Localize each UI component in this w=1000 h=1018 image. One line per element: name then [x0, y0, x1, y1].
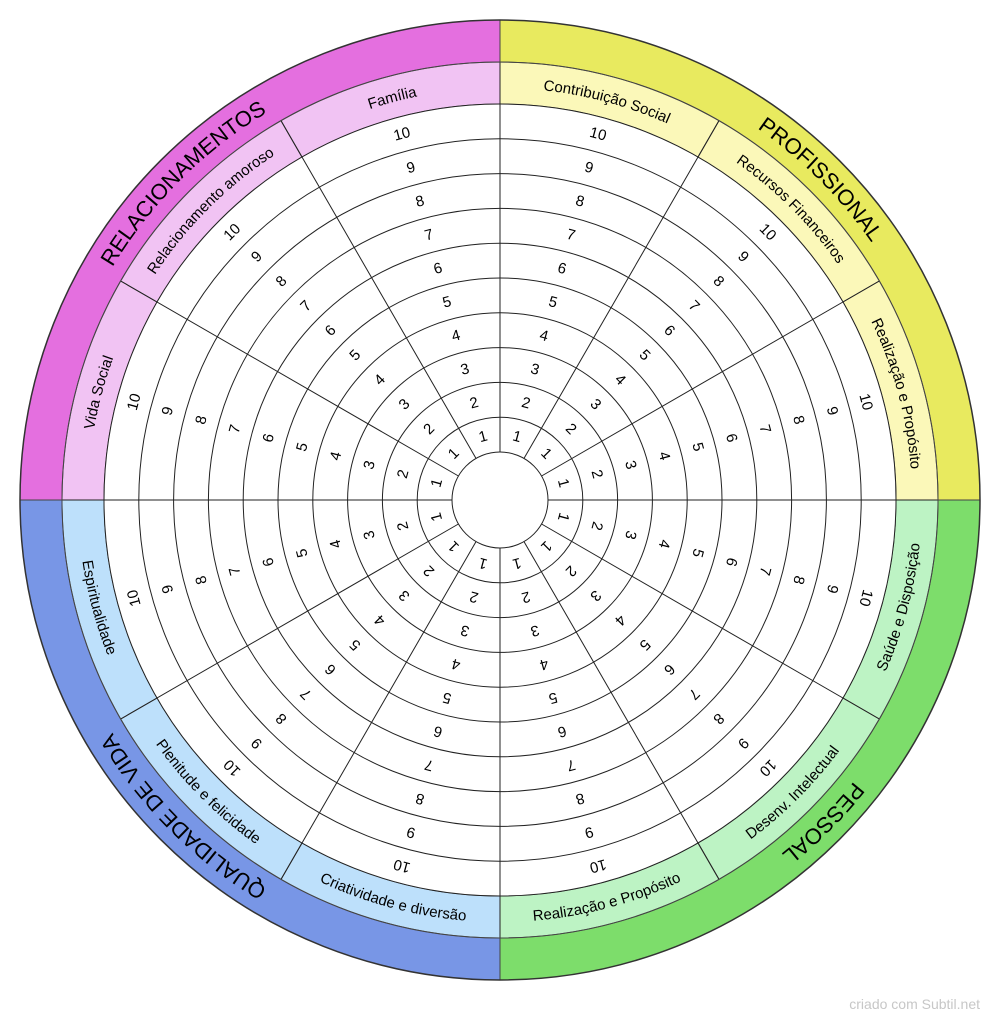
- score-grid: [19, 19, 981, 981]
- area-divider: [523, 120, 720, 459]
- area-divider: [120, 280, 459, 477]
- credit-text: criado com Subtil.net: [849, 996, 980, 1012]
- score-number: 10: [392, 124, 413, 145]
- area-divider: [541, 523, 880, 720]
- area-divider: [120, 523, 459, 720]
- area-divider: [541, 280, 880, 477]
- quadrant-band-profissional: [500, 20, 980, 500]
- quadrant-band-pessoal: [500, 500, 980, 980]
- outer-border: [19, 19, 981, 981]
- score-number: 10: [855, 392, 876, 413]
- quadrant-band-relacionamentos: [20, 20, 500, 500]
- score-disc: [104, 104, 896, 896]
- quadrant-band-qualidade-de-vida: [20, 500, 500, 980]
- quadrant-border: [61, 61, 939, 939]
- score-number: 10: [124, 588, 145, 609]
- score-number: 10: [588, 855, 609, 876]
- quadrant-bands: [20, 20, 980, 980]
- area-divider: [280, 120, 477, 459]
- score-number: 10: [392, 855, 413, 876]
- score-number: 10: [588, 124, 609, 145]
- area-divider: [523, 541, 720, 880]
- area-divider: [280, 541, 477, 880]
- score-number: 10: [124, 392, 145, 413]
- score-number: 10: [855, 588, 876, 609]
